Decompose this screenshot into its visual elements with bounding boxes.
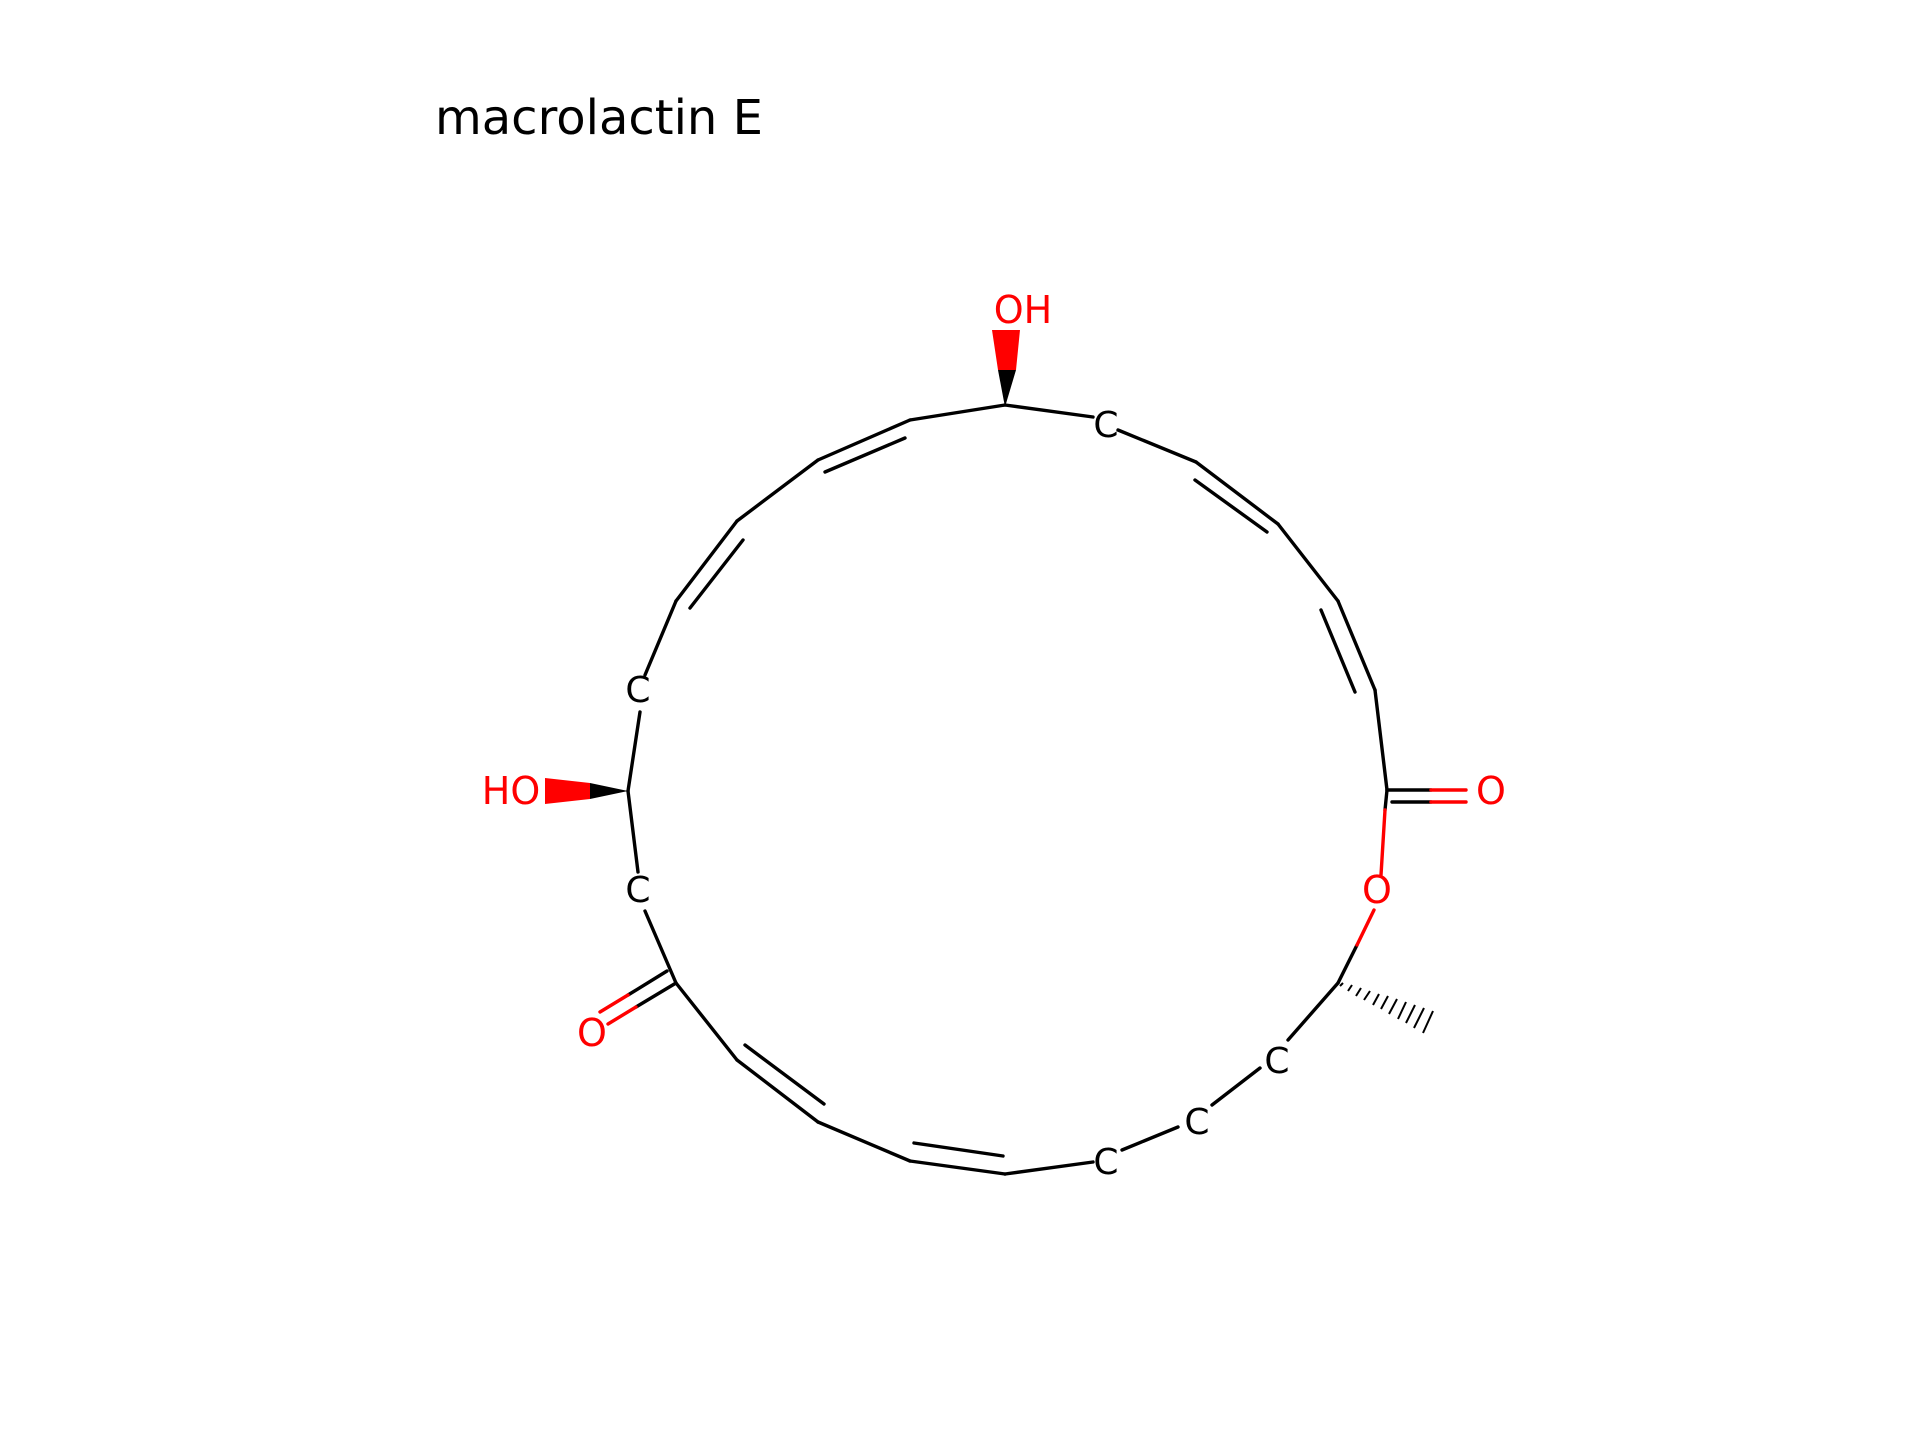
atom-label-c-left-upper: C: [625, 670, 650, 711]
atom-label-c-bottom: C: [1093, 1142, 1118, 1183]
atom-label-c-right-1: C: [1264, 1041, 1289, 1082]
atom-label-c-right-2: C: [1184, 1102, 1209, 1143]
atom-label-carbonyl-o: O: [1476, 769, 1506, 813]
bond-lines: [626, 403, 1433, 1176]
atom-label-oh-top: OH: [994, 288, 1052, 332]
atom-label-ketone-o: O: [577, 1011, 607, 1055]
hashed-bond-methyl: [1339, 982, 1434, 1034]
wedge-bond-top: [998, 370, 1016, 407]
wedge-bond-top-red: [992, 330, 1020, 370]
atom-label-ester-o: O: [1362, 868, 1392, 912]
hetero-bond-lines: [598, 788, 1468, 1026]
atom-label-c-top: C: [1093, 405, 1118, 446]
wedge-bond-left-red: [545, 778, 590, 804]
wedge-bond-left: [590, 783, 628, 799]
atom-label-ho-left: HO: [482, 769, 540, 813]
atom-label-c-left-lower: C: [625, 870, 650, 911]
molecule-name: macrolactin E: [435, 90, 763, 146]
